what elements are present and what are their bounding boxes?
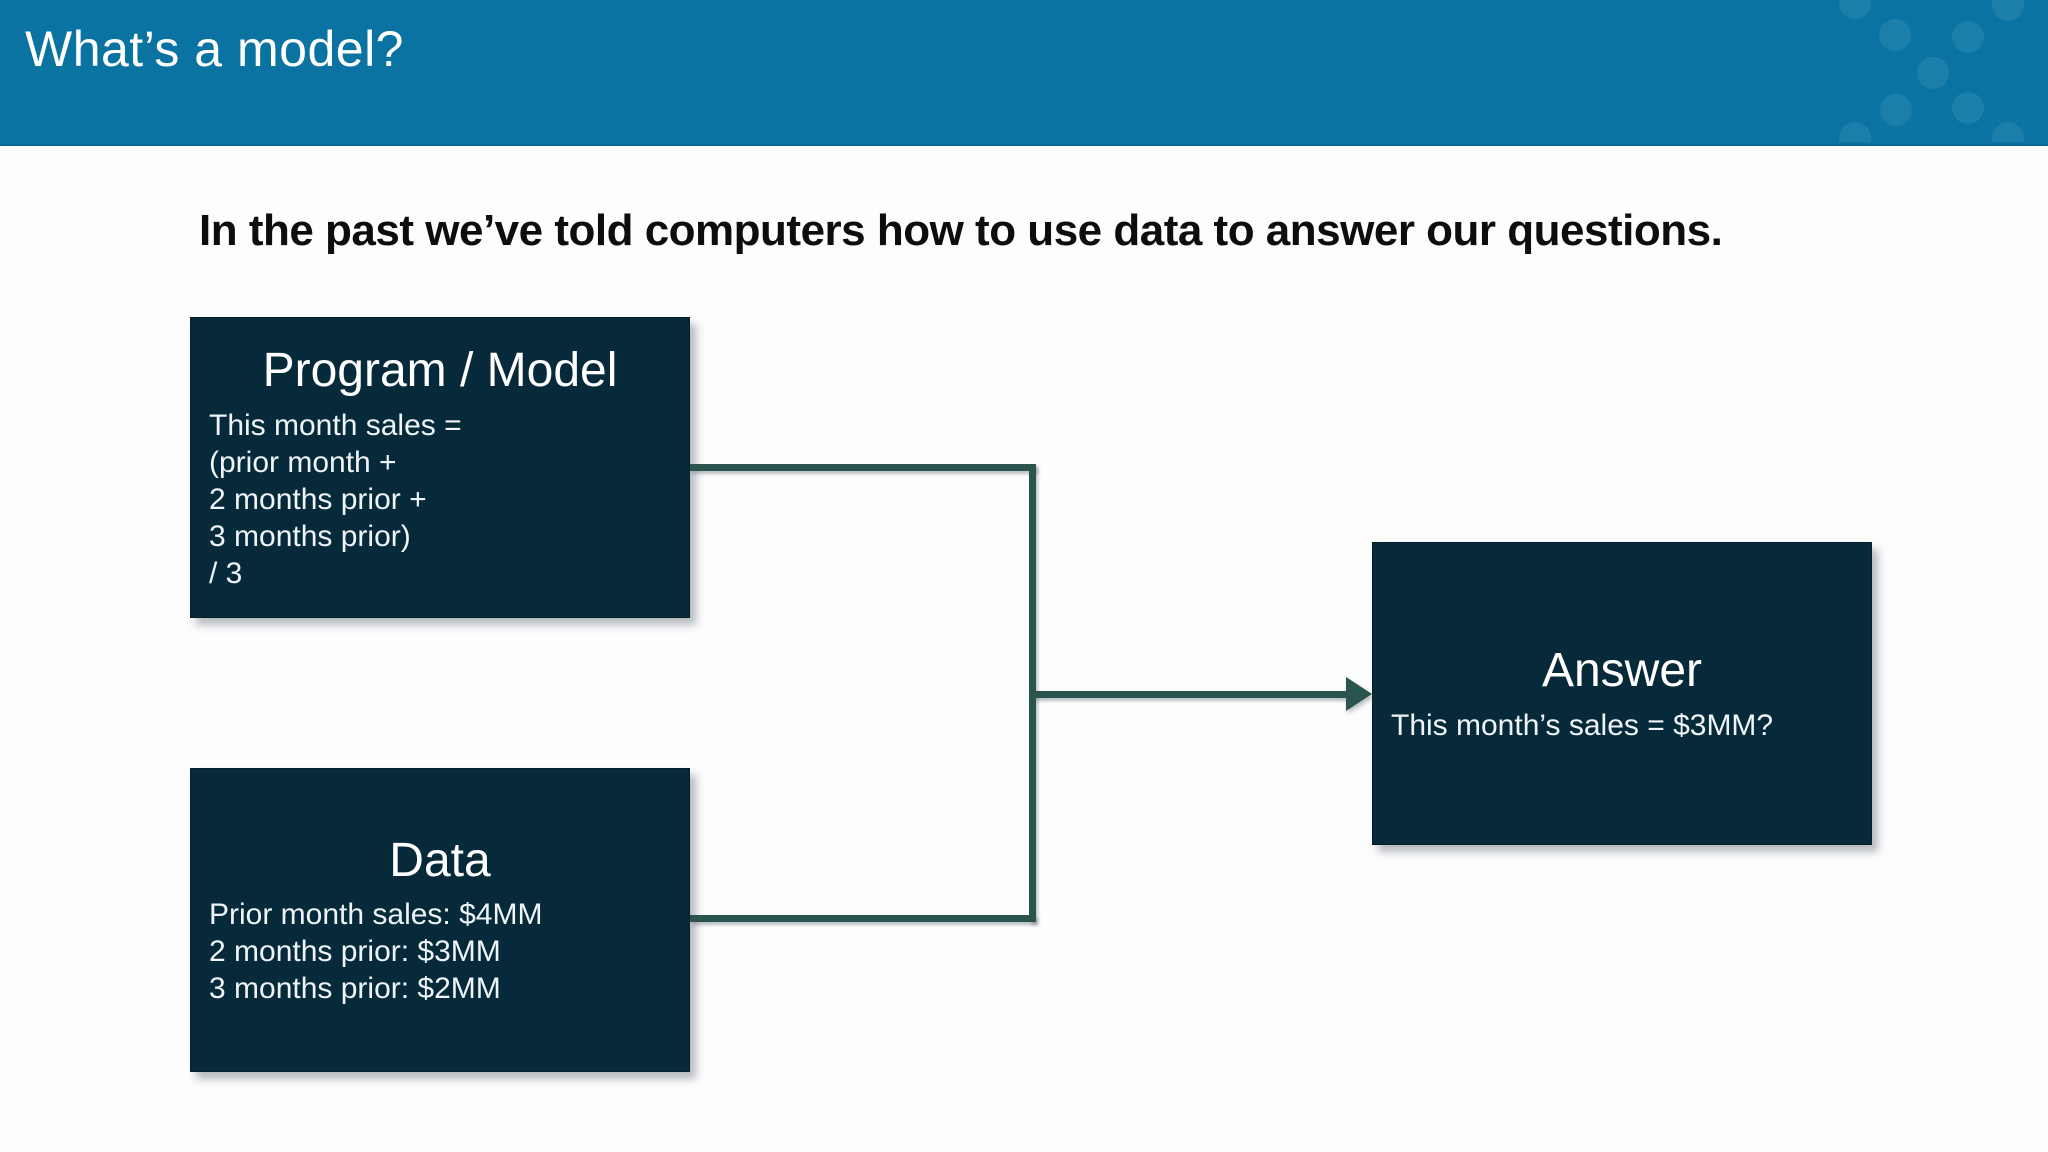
arrow-head-icon — [1346, 677, 1372, 711]
decorative-dot-icon — [1992, 0, 2024, 21]
connector-line-from-program — [690, 464, 1036, 471]
data-body-line: Prior month sales: $4MM — [209, 898, 543, 932]
decorative-dot-icon — [1917, 57, 1949, 89]
data-body-line: 3 months prior: $2MM — [209, 972, 501, 1006]
answer-box: Answer This month’s sales = $3MM? — [1372, 542, 1872, 845]
program-model-box: Program / Model This month sales = (prio… — [190, 317, 690, 618]
decorative-dot-icon — [1952, 92, 1984, 124]
decorative-dot-icon — [1880, 94, 1912, 126]
answer-box-title: Answer — [1541, 644, 1703, 698]
answer-body-line: This month’s sales = $3MM? — [1391, 708, 1774, 742]
data-box: Data Prior month sales: $4MM 2 months pr… — [190, 768, 690, 1072]
data-box-title: Data — [389, 833, 491, 887]
connector-line-from-data — [690, 915, 1036, 922]
dot-pattern-decoration — [1816, 0, 2048, 142]
decorative-dot-icon — [1952, 21, 1984, 53]
program-model-box-title: Program / Model — [262, 344, 618, 398]
decorative-dot-icon — [1992, 122, 2024, 142]
decorative-dot-icon — [1839, 0, 1871, 19]
program-model-body-line: 3 months prior) — [209, 519, 411, 553]
program-model-body-line: This month sales = — [209, 408, 462, 442]
slide-header: What’s a model? — [0, 0, 2048, 146]
data-body-line: 2 months prior: $3MM — [209, 935, 501, 969]
program-model-body-line: 2 months prior + — [209, 482, 427, 516]
program-model-body-line: (prior month + — [209, 445, 397, 479]
slide-subtitle: In the past we’ve told computers how to … — [199, 206, 1723, 255]
program-model-body-line: / 3 — [209, 556, 243, 590]
slide-title: What’s a model? — [25, 21, 404, 77]
decorative-dot-icon — [1879, 19, 1911, 51]
arrow-shaft-to-answer — [1032, 691, 1350, 698]
decorative-dot-icon — [1839, 122, 1871, 142]
